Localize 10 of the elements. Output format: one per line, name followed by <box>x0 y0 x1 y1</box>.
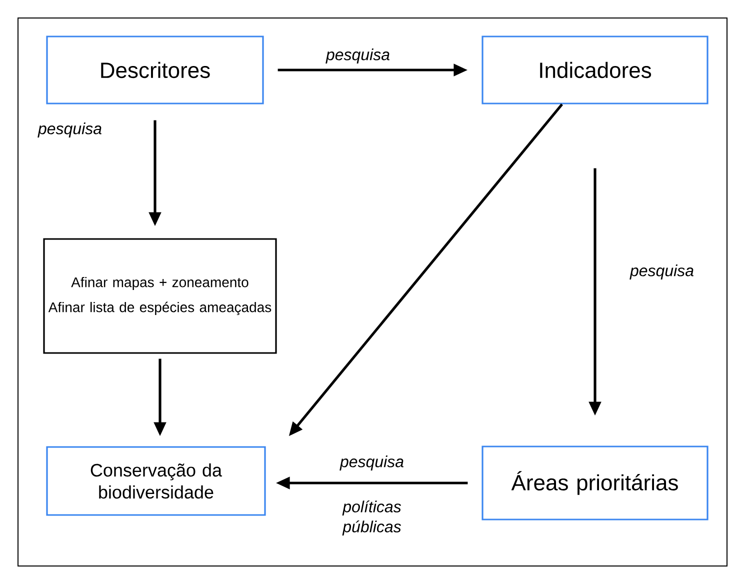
edge-label: pesquisa <box>629 264 696 280</box>
text-label: políticas públicas <box>331 499 413 537</box>
edge-label: pesquisa <box>36 122 104 138</box>
task-box: Afinar mapas + zoneamento Afinar lista de espécies ameaçadas <box>43 238 277 354</box>
edge-label: pesquisa <box>338 454 406 472</box>
process-box: Descritores <box>46 36 264 104</box>
edge-label: pesquisa <box>324 48 392 64</box>
process-box: Indicadores <box>482 36 708 104</box>
process-box: Conservação da biodiversidade <box>46 446 266 516</box>
process-box: Áreas prioritárias <box>482 446 708 520</box>
